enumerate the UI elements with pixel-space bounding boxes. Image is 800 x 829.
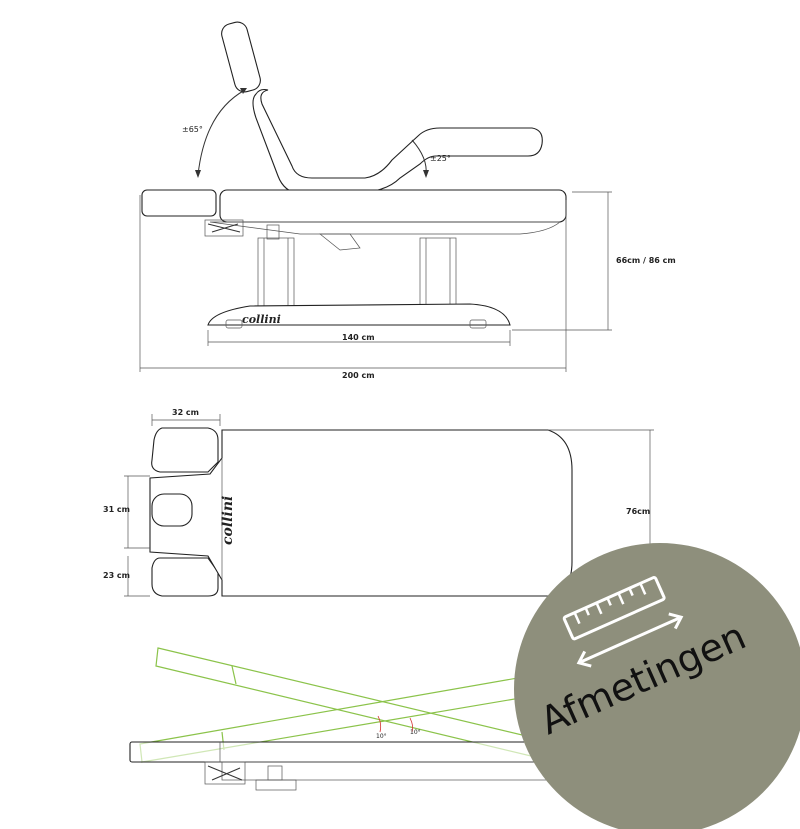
headrest-angle-arc <box>197 89 246 176</box>
top-view: 32 cm collini 76cm 31 cm 23 cm <box>103 408 654 597</box>
tilt-table-top <box>129 741 569 763</box>
base-length-label: 140 cm <box>342 333 375 342</box>
headrest-raised <box>221 21 261 93</box>
arm-pad-bottom <box>151 557 219 597</box>
footrest-angle-label: ±25° <box>430 154 451 163</box>
dimensions-badge: Afmetingen <box>514 543 800 829</box>
width-label: 76cm <box>626 507 650 516</box>
column-right <box>419 237 457 311</box>
headrest-flat <box>141 189 217 217</box>
table-base <box>207 303 511 326</box>
tilt-angle-left-label: 10° <box>376 733 387 740</box>
face-hole-label: 31 cm <box>103 505 130 514</box>
hinge-mechanism <box>204 219 280 240</box>
table-top-flat <box>219 189 567 223</box>
tilt-angle-right-label: 10° <box>410 729 421 736</box>
height-label: 66cm / 86 cm <box>616 256 676 265</box>
tilt-hinge <box>204 761 283 785</box>
column-left <box>257 237 295 311</box>
headrest-width-label: 32 cm <box>172 408 199 417</box>
face-hole <box>151 493 193 527</box>
total-length-label: 200 cm <box>342 371 375 380</box>
arm-label: 23 cm <box>103 571 130 580</box>
double-arrow-icon <box>576 612 684 668</box>
tilt-view: 10° 10° <box>129 647 569 791</box>
base-brand-logo: collini <box>242 313 281 326</box>
top-brand-logo: collini <box>220 496 236 545</box>
lounger-reclined-outline <box>252 88 543 195</box>
headrest-angle-label: ±65° <box>182 125 203 134</box>
arm-pad-top <box>151 427 219 473</box>
side-view: ±65° ±25° collini <box>139 21 676 380</box>
ruler-icon <box>562 576 666 641</box>
